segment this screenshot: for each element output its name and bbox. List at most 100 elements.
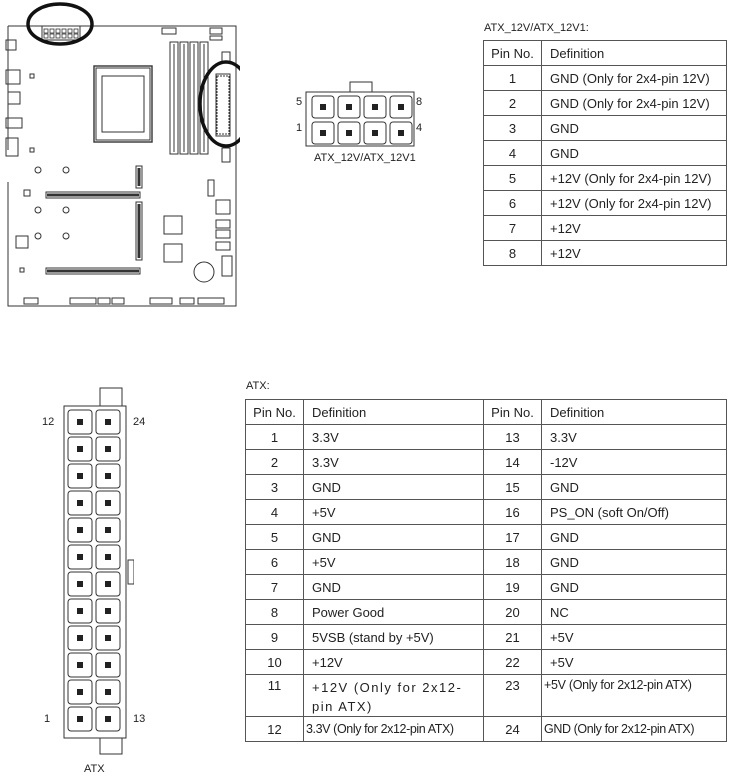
pin-cell: 1 bbox=[483, 65, 542, 91]
pin-cell: 3 bbox=[245, 474, 304, 500]
definition-cell: +5V (Only for 2x12-pin ATX) bbox=[541, 674, 727, 717]
atx-pin-contact bbox=[77, 527, 83, 533]
definition-cell: GND bbox=[541, 140, 727, 166]
atx-pin-contact bbox=[105, 554, 111, 560]
pin-cell: 2 bbox=[245, 449, 304, 475]
atx12v-label-top-left: 5 bbox=[296, 96, 303, 108]
definition-cell: +12V (Only for 2x4-pin 12V) bbox=[541, 165, 727, 191]
atx12v-label-top-right: 8 bbox=[416, 96, 423, 108]
definition-cell: 5VSB (stand by +5V) bbox=[303, 624, 484, 650]
pin-cell: 7 bbox=[483, 215, 542, 241]
atx-connector-label: ATX bbox=[84, 763, 105, 775]
motherboard-diagram bbox=[5, 2, 240, 307]
definition-header-2: Definition bbox=[541, 399, 727, 425]
atx-label-top-right: 24 bbox=[133, 416, 146, 428]
atx-pin-contact bbox=[105, 635, 111, 641]
definition-header: Definition bbox=[541, 40, 727, 66]
pin-cell: 10 bbox=[245, 649, 304, 675]
definition-cell: NC bbox=[541, 599, 727, 625]
pin-cell: 16 bbox=[483, 499, 542, 525]
pin-cell: 24 bbox=[483, 716, 542, 742]
definition-cell: PS_ON (soft On/Off) bbox=[541, 499, 727, 525]
pin-cell: 13 bbox=[483, 424, 542, 450]
pin-cell: 8 bbox=[245, 599, 304, 625]
atx-pin-contact bbox=[77, 662, 83, 668]
pin-cell: 6 bbox=[245, 549, 304, 575]
pin-header: Pin No. bbox=[483, 40, 542, 66]
atx-pin-contact bbox=[77, 500, 83, 506]
atx-pin-contact bbox=[105, 419, 111, 425]
pin-cell: 23 bbox=[483, 674, 542, 717]
atx-pin-contact bbox=[77, 473, 83, 479]
pin-cell: 14 bbox=[483, 449, 542, 475]
atx-pin-contact bbox=[105, 689, 111, 695]
pin-cell: 19 bbox=[483, 574, 542, 600]
definition-cell: +5V bbox=[303, 549, 484, 575]
atx-pin-contact bbox=[77, 716, 83, 722]
definition-cell: Power Good bbox=[303, 599, 484, 625]
definition-cell: GND bbox=[303, 474, 484, 500]
definition-cell: -12V bbox=[541, 449, 727, 475]
atx-pin-contact bbox=[105, 446, 111, 452]
pin-cell: 12 bbox=[245, 716, 304, 742]
definition-cell: GND bbox=[541, 549, 727, 575]
definition-cell: +5V bbox=[303, 499, 484, 525]
definition-cell: 3.3V bbox=[541, 424, 727, 450]
atx-pin-contact bbox=[77, 419, 83, 425]
atx-pin-contact bbox=[77, 581, 83, 587]
pin-cell: 6 bbox=[483, 190, 542, 216]
atx-label-top-left: 12 bbox=[42, 416, 55, 428]
atx-pin-contact bbox=[77, 554, 83, 560]
definition-cell: GND bbox=[303, 574, 484, 600]
table-row: 5+12V (Only for 2x4-pin 12V) bbox=[483, 165, 727, 191]
definition-cell: +5V bbox=[541, 624, 727, 650]
pin-cell: 4 bbox=[245, 499, 304, 525]
table-row: 7+12V bbox=[483, 215, 727, 241]
atx-pin-contact bbox=[77, 446, 83, 452]
pin-cell: 7 bbox=[245, 574, 304, 600]
definition-cell: GND bbox=[303, 524, 484, 550]
atx-pin-contact bbox=[105, 716, 111, 722]
definition-header: Definition bbox=[303, 399, 484, 425]
pin-cell: 8 bbox=[483, 240, 542, 266]
atx-pin-contact bbox=[77, 689, 83, 695]
pin-cell: 17 bbox=[483, 524, 542, 550]
atx12v-connector-diagram bbox=[305, 81, 415, 147]
pin-cell: 5 bbox=[483, 165, 542, 191]
definition-cell: GND bbox=[541, 574, 727, 600]
atx-pin-contact bbox=[105, 581, 111, 587]
table-header-row: Pin No. Definition bbox=[483, 40, 727, 66]
definition-cell: GND bbox=[541, 474, 727, 500]
definition-cell: GND bbox=[541, 524, 727, 550]
definition-cell: GND (Only for 2x4-pin 12V) bbox=[541, 90, 727, 116]
pin-cell: 9 bbox=[245, 624, 304, 650]
table-row: 11+12V (Only for 2x12-pin ATX)23+5V (Onl… bbox=[245, 674, 727, 717]
definition-cell: +12V bbox=[541, 215, 727, 241]
atx12v-connector-label: ATX_12V/ATX_12V1 bbox=[314, 152, 416, 164]
atx-pin-contact bbox=[77, 635, 83, 641]
definition-cell: GND bbox=[541, 115, 727, 141]
definition-cell: +12V (Only for 2x12-pin ATX) bbox=[303, 674, 484, 717]
definition-cell: 3.3V bbox=[303, 449, 484, 475]
pin-cell: 22 bbox=[483, 649, 542, 675]
atx12v-label-bottom-right: 4 bbox=[416, 122, 423, 134]
definition-cell: +12V bbox=[303, 649, 484, 675]
atx-pin-contact bbox=[105, 500, 111, 506]
pin-cell: 21 bbox=[483, 624, 542, 650]
definition-cell: GND (Only for 2x12-pin ATX) bbox=[541, 716, 727, 742]
atx-pin-contact bbox=[105, 662, 111, 668]
